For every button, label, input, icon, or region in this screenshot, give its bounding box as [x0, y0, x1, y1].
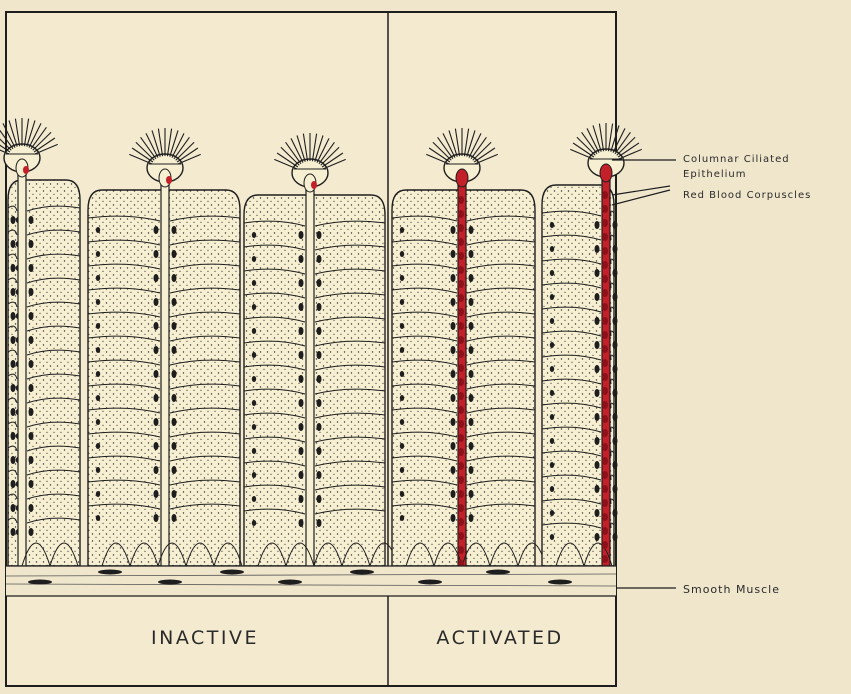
label-ciliated-epithelium-line1: Columnar Ciliated: [683, 154, 790, 165]
smooth-muscle-layer: [6, 566, 616, 596]
villus-3: [244, 133, 398, 566]
activated-caption: ACTIVATED: [436, 627, 563, 649]
villus-5: [542, 123, 642, 566]
villus-1: [0, 118, 80, 566]
label-red-blood-corpuscles: Red Blood Corpuscles: [683, 190, 811, 201]
villus-2: [88, 128, 242, 566]
label-smooth-muscle: Smooth Muscle: [683, 583, 780, 596]
villus-4: [392, 128, 546, 568]
label-ciliated-epithelium-line2: Epithelium: [683, 169, 747, 180]
leader-lines: [612, 160, 676, 588]
inactive-caption: INACTIVE: [151, 627, 259, 649]
